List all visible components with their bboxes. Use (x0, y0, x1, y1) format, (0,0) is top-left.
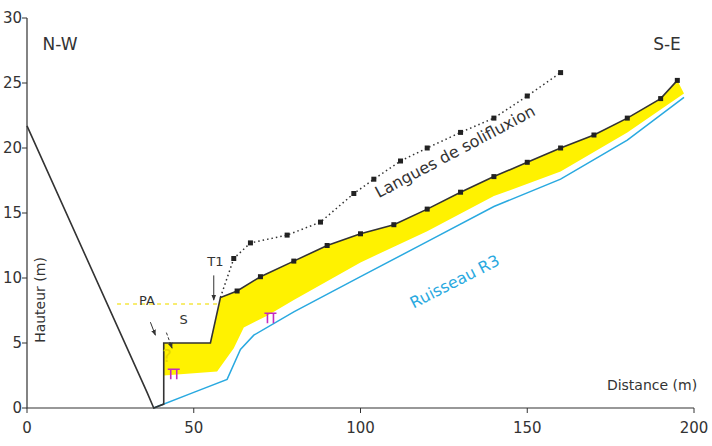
orientation-label: S-E (653, 36, 681, 53)
survey-point (425, 146, 430, 151)
survey-point (358, 231, 363, 236)
survey-point (425, 207, 430, 212)
survey-point (391, 222, 396, 227)
survey-point (675, 78, 680, 83)
survey-point (625, 116, 630, 121)
axis-tick (694, 408, 695, 413)
axis-number: 200 (680, 421, 709, 436)
axis-title: Distance (m) (607, 378, 697, 392)
axis-number: 150 (513, 421, 542, 436)
axis-tick (22, 18, 27, 19)
axis-tick (22, 343, 27, 344)
axis-number: 15 (3, 206, 22, 221)
site-label: PA (139, 294, 155, 307)
terrace-level (117, 303, 217, 305)
stream-bed-line (154, 97, 684, 408)
water-symbol (264, 313, 276, 323)
axis-tick (527, 408, 528, 413)
axis-tick (360, 408, 361, 413)
survey-point (558, 146, 563, 151)
survey-point (658, 96, 663, 101)
axis-lines (27, 18, 694, 408)
axis-number: 0 (22, 421, 32, 436)
survey-point (258, 274, 263, 279)
solifluxion-profile (220, 73, 560, 298)
axis-number: 100 (346, 421, 375, 436)
terrain-profile (27, 80, 677, 408)
survey-point (525, 94, 530, 99)
pointer-arrow (166, 333, 172, 349)
survey-point (285, 233, 290, 238)
axis-number: 5 (12, 336, 22, 351)
site-label: S (180, 313, 188, 326)
axis-tick (193, 408, 194, 413)
survey-point (371, 177, 376, 182)
axis-tick (22, 278, 27, 279)
survey-point (491, 174, 496, 179)
water-symbol (168, 369, 180, 379)
survey-point (398, 159, 403, 164)
uncertainty-mark: ? (162, 347, 172, 365)
axis-number: 10 (3, 271, 22, 286)
axis-number: 20 (3, 141, 22, 156)
axis-title: Hauteur (m) (33, 257, 47, 343)
survey-point (591, 133, 596, 138)
orientation-label: N-W (43, 36, 78, 53)
pointer-arrow (150, 322, 155, 335)
stream-label: Ruisseau R3 (408, 253, 502, 312)
axis-tick (22, 408, 27, 409)
survey-point (351, 191, 356, 196)
axis-number: 25 (3, 76, 22, 91)
survey-point (458, 130, 463, 135)
survey-point (558, 70, 563, 75)
axis-tick (22, 148, 27, 149)
axis-number: 30 (3, 11, 22, 26)
site-label: T1 (207, 255, 223, 268)
survey-point (231, 256, 236, 261)
survey-point (291, 259, 296, 264)
axis-tick (22, 83, 27, 84)
survey-point (491, 116, 496, 121)
deposit-fill (164, 80, 684, 375)
axis-number: 50 (184, 421, 203, 436)
survey-point (235, 289, 240, 294)
survey-point (248, 240, 253, 245)
pointer-arrow (213, 275, 214, 300)
axis-tick (27, 408, 28, 413)
axis-tick (22, 213, 27, 214)
axis-number: 0 (12, 401, 22, 416)
survey-point (458, 190, 463, 195)
survey-point (525, 160, 530, 165)
survey-point (325, 243, 330, 248)
survey-point (318, 220, 323, 225)
